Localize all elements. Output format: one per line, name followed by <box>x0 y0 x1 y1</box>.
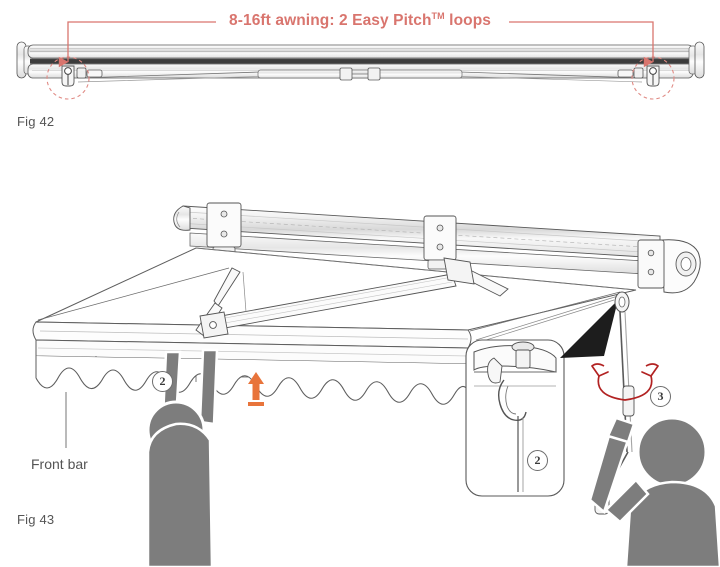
fig43-canopy-fabric <box>32 247 637 382</box>
lift-up-arrow <box>248 372 264 406</box>
fig42-left-easy-pitch-loop <box>61 65 103 87</box>
callout-marker-3-crank: 3 <box>650 386 671 407</box>
fig-43-label: Fig 43 <box>17 512 55 527</box>
fig-42-label: Fig 42 <box>17 114 55 129</box>
fig42-roller-tube <box>27 44 694 59</box>
fig43-folding-arm-right <box>199 257 509 339</box>
person-turning-crank <box>588 416 720 567</box>
callout-marker-2-front-bar: 2 <box>152 371 173 392</box>
fig43-assembly <box>32 202 701 515</box>
fig42-right-easy-pitch-loop <box>617 65 660 87</box>
fig42-caption-leaders <box>58 21 654 68</box>
fig42-gasket-strip <box>30 58 691 64</box>
easy-pitch-loops-caption: 8-16ft awning: 2 Easy PitchTM loops <box>0 11 720 30</box>
fig43-arm-tension-lines <box>37 267 621 346</box>
fig42-inner-rail <box>77 67 643 83</box>
fig42-assembly <box>16 21 705 100</box>
caption-text-after-tm: loops <box>444 12 491 30</box>
callout-marker-2-inset: 2 <box>527 450 548 471</box>
fig43-wall-bracket-far-right <box>637 239 701 294</box>
front-bar-label: Front bar <box>31 456 88 472</box>
caption-text-before-tm: 8-16ft awning: 2 Easy Pitch <box>229 12 432 30</box>
fig42-right-endcap <box>688 41 705 79</box>
trademark-symbol: TM <box>431 11 445 21</box>
